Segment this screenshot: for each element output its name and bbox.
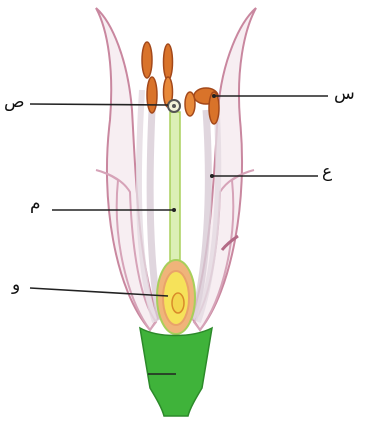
label-sin: س (334, 86, 355, 103)
stigma-center (172, 104, 176, 108)
leader-dot-mim (172, 208, 176, 212)
receptacle (140, 328, 212, 416)
label-ain: ع (322, 164, 332, 181)
label-sad: ص (4, 94, 25, 111)
left-anthers (142, 42, 173, 113)
ovule (172, 293, 184, 313)
leader-dot-sin (212, 94, 216, 98)
leader-line-sad (30, 104, 168, 105)
leader-dot-ain (210, 174, 214, 178)
right-anthers (185, 88, 219, 124)
label-mim: م (30, 196, 41, 213)
label-waw: و (12, 277, 20, 294)
style (170, 112, 180, 267)
